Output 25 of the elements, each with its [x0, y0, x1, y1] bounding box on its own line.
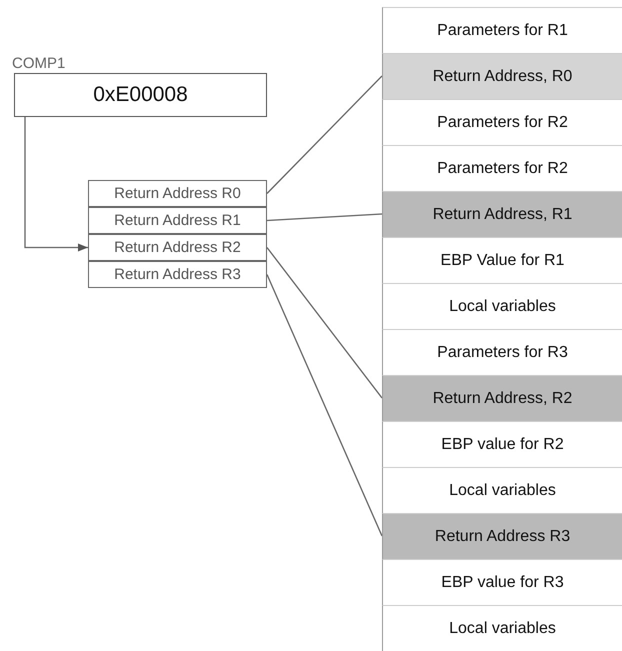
table-row: Return Address R1 — [88, 207, 267, 234]
address-value: 0xE00008 — [93, 83, 188, 107]
table-row: Return Address R0 — [88, 180, 267, 207]
register-name: COMP1 — [12, 55, 66, 72]
stack-cell: Parameters for R3 — [382, 329, 622, 375]
stack-cell: Return Address, R0 — [382, 53, 622, 99]
stack-cell: EBP value for R3 — [382, 559, 622, 605]
stack-cell: Parameters for R1 — [382, 7, 622, 53]
stack-cell: Local variables — [382, 467, 622, 513]
connector-line — [266, 274, 383, 536]
stack-cell: Return Address, R1 — [382, 191, 622, 237]
stack-cell: Parameters for R2 — [382, 145, 622, 191]
arrow — [24, 117, 88, 252]
table-row: Return Address R3 — [88, 261, 267, 288]
stack-cell: EBP value for R2 — [382, 421, 622, 467]
connector-line — [266, 76, 382, 194]
stack-cell: Parameters for R2 — [382, 99, 622, 145]
connector-line — [266, 247, 383, 398]
stack-cell: Local variables — [382, 605, 622, 651]
stack-cell: Local variables — [382, 283, 622, 329]
table-row: Return Address R2 — [88, 234, 267, 261]
stack-cell: Return Address R3 — [382, 513, 622, 559]
stack-cell: Return Address, R2 — [382, 375, 622, 421]
connector-line — [266, 213, 382, 222]
stack-cell: EBP Value for R1 — [382, 237, 622, 283]
